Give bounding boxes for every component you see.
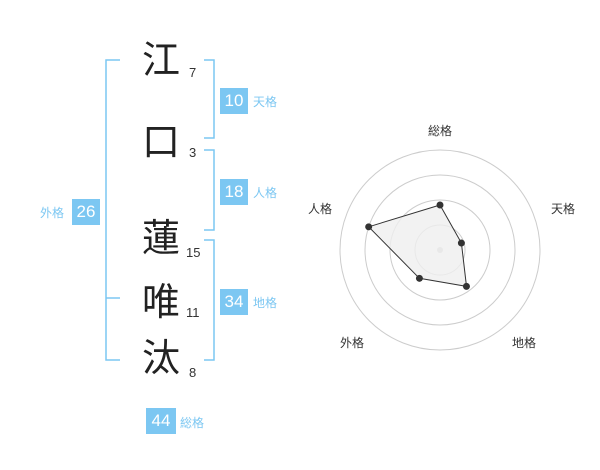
kanji-given-2: 唯 bbox=[141, 280, 180, 324]
jinkaku-bracket bbox=[204, 149, 215, 231]
radar-label-chikaku: 地格 bbox=[512, 336, 537, 350]
kanji-given-1: 蓮 bbox=[141, 216, 180, 260]
stroke-count-given-3: 8 bbox=[189, 365, 197, 380]
radar-polygon bbox=[367, 204, 468, 288]
jinkaku-label: 人格 bbox=[253, 186, 278, 200]
radar-point-gaikaku bbox=[415, 274, 423, 282]
tenkaku-bracket bbox=[204, 59, 215, 139]
radar-ring-2 bbox=[389, 199, 491, 301]
radar-point-soukaku bbox=[436, 201, 444, 209]
radar-point-tenkaku bbox=[457, 239, 465, 247]
gaikaku-bracket bbox=[105, 59, 120, 361]
chikaku-label: 地格 bbox=[253, 296, 278, 310]
radar-ring-4 bbox=[339, 149, 541, 351]
jinkaku-badge: 18 bbox=[220, 179, 248, 205]
gaikaku-badge: 26 bbox=[72, 199, 100, 225]
radar-label-tenkaku: 天格 bbox=[551, 202, 576, 216]
gaikaku-label: 外格 bbox=[40, 206, 65, 220]
stroke-count-surname-1: 7 bbox=[189, 65, 197, 80]
kanji-given-3: 汰 bbox=[141, 336, 180, 380]
tenkaku-badge: 10 bbox=[220, 88, 248, 114]
radar-label-jinkaku: 人格 bbox=[308, 202, 333, 216]
stroke-count-given-1: 15 bbox=[186, 245, 201, 260]
radar-ring-3 bbox=[364, 174, 516, 326]
radar-label-soukaku: 総格 bbox=[428, 124, 453, 138]
chikaku-bracket bbox=[204, 239, 215, 361]
radar-point-jinkaku bbox=[365, 223, 373, 231]
tenkaku-label: 天格 bbox=[253, 95, 278, 109]
soukaku-label: 総格 bbox=[180, 416, 205, 430]
radar-label-gaikaku: 外格 bbox=[340, 336, 365, 350]
stroke-count-given-2: 11 bbox=[186, 305, 200, 320]
kanji-surname-2: 口 bbox=[141, 120, 180, 164]
chikaku-badge: 34 bbox=[220, 289, 248, 315]
radar-point-chikaku bbox=[462, 282, 470, 290]
stroke-count-surname-2: 3 bbox=[189, 145, 197, 160]
soukaku-badge: 44 bbox=[146, 408, 176, 434]
kanji-surname-1: 江 bbox=[141, 38, 180, 82]
